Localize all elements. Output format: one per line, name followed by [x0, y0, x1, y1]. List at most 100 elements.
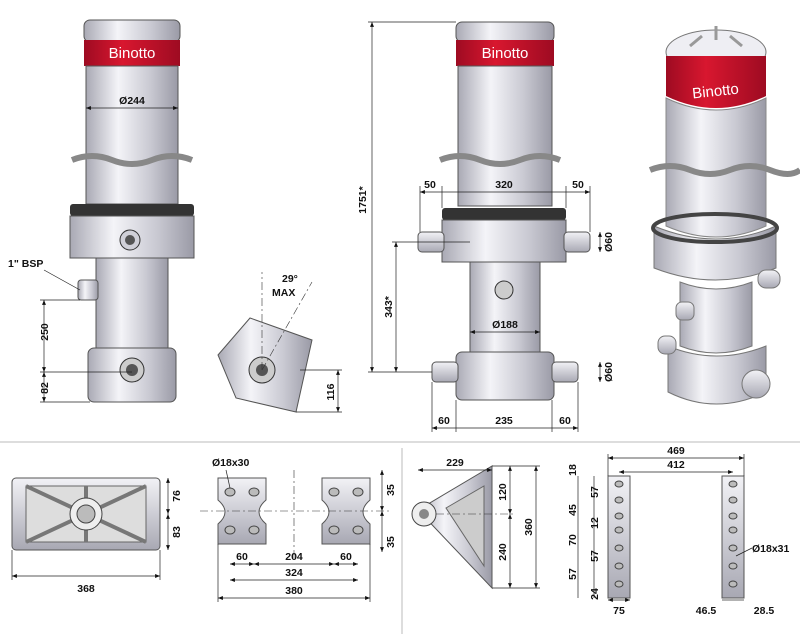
cylinder-front-view: Binotto: [69, 19, 195, 403]
brand-band: [84, 40, 180, 66]
rail-right: [721, 475, 745, 599]
break-wave: [70, 153, 194, 167]
iso-cap-ribs: [689, 26, 743, 68]
side-cap: [455, 21, 555, 43]
dim-d116: 116: [325, 383, 337, 400]
dim-d229: 229: [446, 457, 464, 469]
dim-d204: 204: [285, 551, 303, 563]
dim-d57b: 57: [589, 550, 601, 562]
mounting-plates-view: Ø18x30 35 35 60 204 60 324 380: [200, 457, 397, 602]
iso-lower-tube: [679, 281, 753, 354]
dim-d12: 12: [589, 517, 601, 529]
rail-left: [607, 475, 631, 599]
side-base: [455, 351, 555, 401]
dim-d60e: 60: [236, 551, 248, 563]
dim-d35a: 35: [385, 484, 397, 496]
seal-ring: [70, 204, 194, 216]
side-base-pin-right: [551, 361, 579, 383]
side-seal-ring: [442, 208, 566, 220]
iso-base-pin-right: [741, 369, 771, 399]
dim-d380: 380: [285, 585, 303, 597]
trunnion-port-inner: [125, 235, 135, 245]
dim-d35b: 35: [385, 536, 397, 548]
dim-d120: 120: [497, 483, 509, 501]
lower-tube: [95, 257, 169, 349]
dim-d18: 18: [567, 464, 579, 476]
dim-d244: Ø244: [119, 95, 145, 107]
side-base-pin-left: [431, 361, 459, 383]
dim-d60a: Ø60: [603, 232, 615, 252]
dim-d82: 82: [39, 382, 51, 394]
cylinder-3d-view: Binotto: [648, 26, 800, 405]
dim-d324: 324: [285, 567, 303, 579]
iso-base-pin-left: [657, 335, 677, 355]
upper-tube: [85, 65, 179, 205]
dim-d45: 45: [567, 504, 579, 516]
dim-tilt-deg: 29°: [282, 273, 298, 285]
dim-d240: 240: [497, 543, 509, 561]
dim-d70: 70: [567, 534, 579, 546]
iso-pin-right: [757, 269, 781, 289]
side-collar: [441, 219, 567, 263]
dim-d57a: 57: [589, 486, 601, 498]
base-eye-bore-inner: [126, 364, 138, 376]
tilted-eye-view: 29° MAX 116: [217, 272, 342, 413]
dim-d250: 250: [39, 323, 51, 341]
rail-plates-view: 469 412 18 57 45 12 70 57 57 24 75 46.5 …: [567, 445, 790, 617]
dim-d412: 412: [667, 459, 685, 471]
bracket-bore-inner: [76, 504, 96, 524]
dim-d57c: 57: [567, 568, 579, 580]
side-port: [494, 280, 514, 300]
iso-brand-text: Binotto: [691, 81, 739, 103]
dim-d50b: 50: [572, 179, 584, 191]
dim-d60d: 60: [559, 415, 571, 427]
dim-d60c: 60: [438, 415, 450, 427]
dim-d188: Ø188: [492, 319, 518, 331]
rail-holes: [614, 480, 738, 588]
side-dimensions: 1751* 50 320 50 Ø60 343* Ø188 Ø60 60 235…: [357, 21, 615, 432]
iso-brand-band: [666, 56, 766, 108]
dim-d368: 368: [77, 583, 95, 595]
side-lower-tube: [469, 261, 541, 355]
bracket-top-view: 368 76 83: [11, 477, 183, 595]
side-break-wave: [438, 153, 562, 167]
side-brand-text: Binotto: [482, 45, 529, 62]
dim-d24: 24: [589, 588, 601, 600]
cylinder-side-view: Binotto: [417, 21, 591, 401]
dim-d18x31: Ø18x31: [752, 543, 790, 555]
dim-d60f: 60: [340, 551, 352, 563]
dim-d235: 235: [495, 415, 513, 427]
dim-d469: 469: [667, 445, 685, 457]
dim-d75: 75: [613, 605, 625, 617]
side-upper-tube: [457, 65, 553, 207]
cylinder-cap: [83, 19, 181, 43]
plate-holes: [224, 487, 364, 535]
side-pin-right: [563, 231, 591, 253]
dim-d46-5: 46.5: [696, 605, 717, 617]
iso-collar-ring: [651, 212, 779, 244]
side-brand-band: [456, 40, 554, 66]
dim-d76: 76: [171, 490, 183, 502]
plate-left: [217, 477, 267, 545]
triangle-cutout: [445, 485, 485, 568]
iso-fitting: [675, 301, 695, 321]
triangle-eye-inner: [419, 509, 429, 519]
dim-d83: 83: [171, 526, 183, 538]
dim-d18x30: Ø18x30: [212, 457, 250, 469]
bsp-fitting: [77, 279, 99, 301]
dim-tilt-max: MAX: [272, 287, 295, 299]
iso-upper-tube: [665, 97, 767, 238]
dim-bsp: 1" BSP: [8, 258, 43, 270]
dim-d1751: 1751*: [357, 185, 369, 213]
dim-d343: 343*: [383, 295, 395, 318]
dim-d360: 360: [523, 518, 535, 536]
dim-d60b: Ø60: [603, 362, 615, 382]
front-dimensions: Ø244 1" BSP 250 82: [8, 95, 178, 403]
iso-break-wave: [648, 163, 800, 177]
dim-d320: 320: [495, 179, 513, 191]
triangle-bracket-view: 229 120 240 360: [411, 457, 540, 590]
dim-d28-5: 28.5: [754, 605, 775, 617]
brand-text: Binotto: [109, 45, 156, 62]
